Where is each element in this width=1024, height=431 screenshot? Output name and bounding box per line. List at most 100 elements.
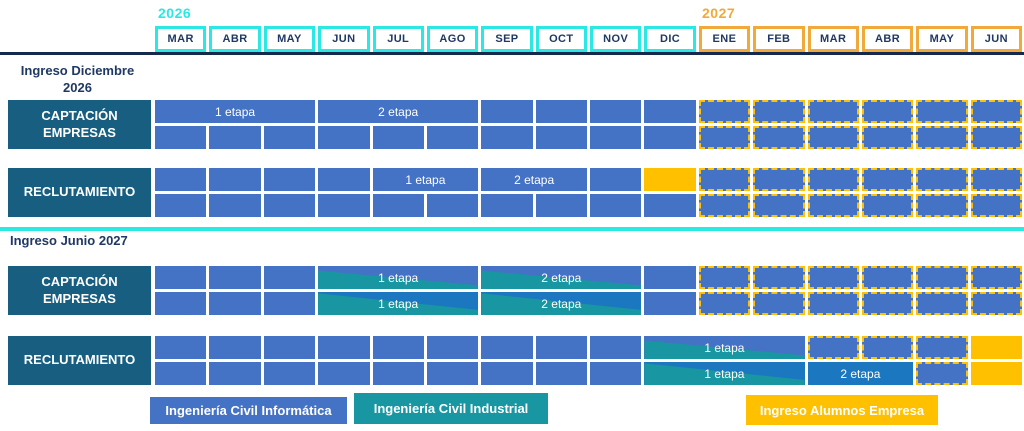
month-cell <box>753 194 805 217</box>
month-cell <box>263 126 316 149</box>
month-cell <box>481 194 533 217</box>
month-cell <box>590 100 642 123</box>
month-cell <box>861 194 914 217</box>
month-cell <box>481 126 533 149</box>
month-cell <box>209 266 261 289</box>
month-cell <box>318 362 370 385</box>
section-title-line2: 2026 <box>63 79 92 95</box>
month-cell <box>426 126 479 149</box>
month-cell <box>807 292 859 315</box>
month-cell <box>807 194 859 217</box>
month-cell <box>916 194 968 217</box>
month-cell <box>590 126 642 149</box>
month-cell <box>590 336 642 359</box>
month-cell <box>155 168 207 191</box>
month-cell <box>644 194 696 217</box>
timeline-row: 1 etapa 2 etapa <box>155 100 1022 123</box>
stage-bar: 2 etapa <box>807 362 914 385</box>
month-cell <box>535 362 587 385</box>
month-header: ENE <box>698 26 751 52</box>
month-header: MAY <box>916 26 968 52</box>
month-cell <box>807 100 859 123</box>
month-cell <box>263 168 316 191</box>
stage-bar-label: 2 etapa <box>378 104 419 119</box>
month-cell <box>861 266 914 289</box>
month-cell <box>753 168 805 191</box>
month-cell <box>155 292 207 315</box>
legend-chip-industrial: Ingeniería Civil Industrial <box>354 393 548 424</box>
stage-bar-label: 2 etapa <box>514 172 555 187</box>
month-cell <box>263 194 316 217</box>
month-cell <box>372 336 424 359</box>
month-cell <box>318 168 370 191</box>
month-cell <box>753 266 805 289</box>
month-cell <box>970 336 1022 359</box>
month-cell <box>209 362 261 385</box>
month-cell <box>535 336 587 359</box>
month-cell <box>916 292 968 315</box>
month-cell <box>698 266 751 289</box>
month-header: ABR <box>861 26 914 52</box>
timeline-row: 1 etapa 2 etapa <box>155 266 1022 289</box>
month-cell <box>263 362 316 385</box>
month-cell <box>970 292 1022 315</box>
month-cell <box>263 266 316 289</box>
month-cell <box>970 126 1022 149</box>
month-cell <box>209 126 261 149</box>
stage-bar: 1 etapa <box>644 336 805 359</box>
month-cell <box>970 362 1022 385</box>
stage-bar: 1 etapa <box>318 266 479 289</box>
month-cell <box>753 100 805 123</box>
month-cell <box>698 100 751 123</box>
month-cell <box>916 100 968 123</box>
month-cell <box>590 194 642 217</box>
month-cell <box>916 336 968 359</box>
section-title-ingreso-junio: Ingreso Junio 2027 <box>10 233 128 248</box>
month-header: SEP <box>481 26 533 52</box>
month-header: MAY <box>263 26 316 52</box>
month-header: DIC <box>644 26 696 52</box>
month-cell <box>807 168 859 191</box>
stage-bar: 1 etapa <box>318 292 479 315</box>
header-divider-line <box>0 52 1024 55</box>
month-cell <box>698 194 751 217</box>
stage-bar: 2 etapa <box>481 168 587 191</box>
section-title-line1: Ingreso Diciembre <box>20 63 135 78</box>
month-cell <box>807 266 859 289</box>
month-cell <box>209 168 261 191</box>
section-divider-line <box>0 227 1024 231</box>
month-cell <box>807 336 859 359</box>
month-cell <box>155 194 207 217</box>
month-cell <box>698 126 751 149</box>
month-cell <box>209 194 261 217</box>
month-cell <box>644 100 696 123</box>
month-cell <box>372 194 424 217</box>
month-cell <box>263 292 316 315</box>
timeline-row <box>155 126 1022 149</box>
month-header: JUN <box>970 26 1022 52</box>
month-cell <box>155 336 207 359</box>
stage-bar-label: 1 etapa <box>704 340 745 355</box>
month-cell <box>916 168 968 191</box>
month-cell <box>698 292 751 315</box>
legend-chip-ingreso-alumnos: Ingreso Alumnos Empresa <box>746 395 938 425</box>
month-cell <box>861 292 914 315</box>
month-cell <box>590 168 642 191</box>
month-cell <box>644 266 696 289</box>
month-cell <box>155 126 207 149</box>
month-cell <box>644 168 696 191</box>
stage-bar-label: 2 etapa <box>541 270 582 285</box>
row-group-label: RECLUTAMIENTO <box>8 168 151 217</box>
stage-bar-label: 1 etapa <box>215 104 256 119</box>
stage-bar: 2 etapa <box>481 266 642 289</box>
month-cell <box>481 100 533 123</box>
